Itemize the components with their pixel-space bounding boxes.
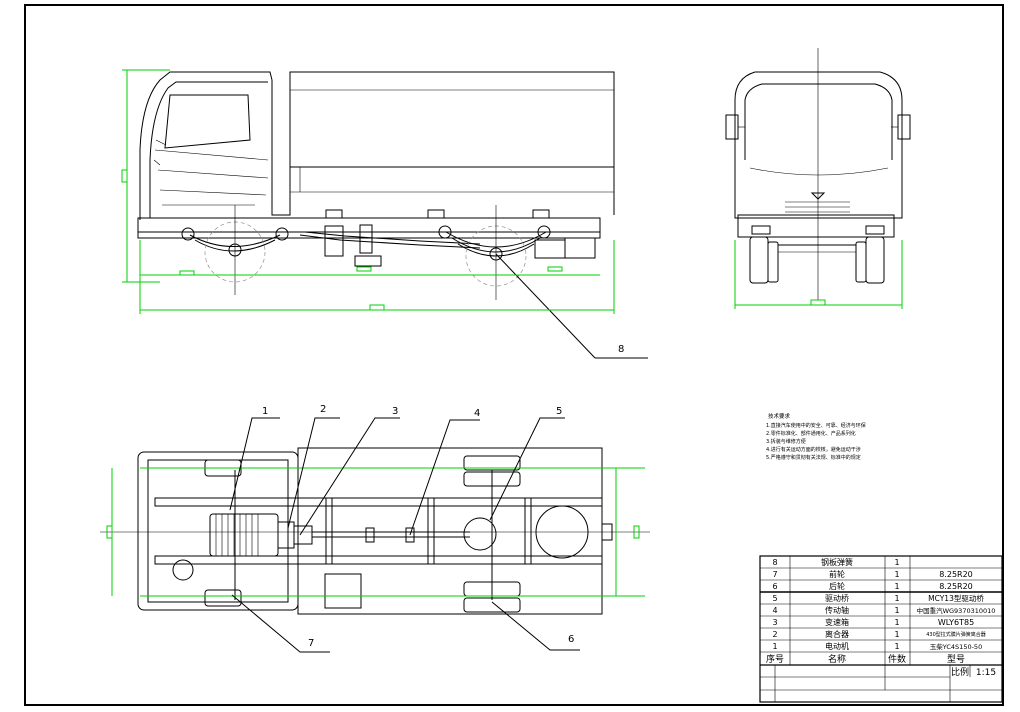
row-model: MCY13型驱动桥 xyxy=(928,593,984,603)
row-no: 4 xyxy=(772,606,777,615)
row-name: 电动机 xyxy=(825,641,849,651)
callout-1: 1 xyxy=(262,406,268,417)
row-name: 离合器 xyxy=(825,629,849,639)
callout-3: 3 xyxy=(392,406,398,417)
row-qty: 1 xyxy=(894,642,899,651)
technical-requirements: 技术要求 1.直接汽车使用中的安全、可靠、经济与环保 2.零件标准化、部件通用化… xyxy=(766,412,866,461)
row-name: 后轮 xyxy=(829,581,845,591)
row-model: 玉柴YC4S150-50 xyxy=(930,642,982,651)
header-model: 型号 xyxy=(947,654,965,665)
callout-8: 8 xyxy=(618,344,624,355)
top-view xyxy=(100,417,650,653)
row-qty: 1 xyxy=(894,618,899,627)
tech-req-line: 1.直接汽车使用中的安全、可靠、经济与环保 xyxy=(766,422,866,429)
row-qty: 1 xyxy=(894,570,899,579)
tech-req-line: 3.拆装与维修方便 xyxy=(766,438,806,445)
header-no: 序号 xyxy=(766,653,784,665)
header-name: 名称 xyxy=(828,653,846,665)
row-name: 前轮 xyxy=(829,569,845,579)
callout-6: 6 xyxy=(568,634,574,645)
row-name: 变速箱 xyxy=(825,617,849,627)
row-name: 传动轴 xyxy=(825,605,849,615)
row-name: 钢板弹簧 xyxy=(821,557,853,567)
row-model: 8.25R20 xyxy=(939,582,973,591)
tech-req-title: 技术要求 xyxy=(768,412,791,420)
header-qty: 件数 xyxy=(888,653,906,665)
row-qty: 1 xyxy=(894,606,899,615)
scale-value: 1:15 xyxy=(976,668,996,678)
row-model: 430型拉式膜片弹簧离合器 xyxy=(926,631,986,638)
tech-req-line: 5.严格遵守和贯彻有关法规、标准中的规定 xyxy=(766,454,861,461)
callout-5: 5 xyxy=(556,406,562,417)
front-view xyxy=(725,48,911,309)
row-no: 5 xyxy=(772,594,777,603)
side-view xyxy=(121,69,648,359)
row-qty: 1 xyxy=(894,630,899,639)
parts-list-rows: 8 钢板弹簧 1 7 前轮 1 8.25R20 6 后轮 1 8.25R20 5… xyxy=(766,557,996,678)
row-no: 3 xyxy=(772,618,777,627)
callout-7: 7 xyxy=(308,638,314,649)
row-model: 8.25R20 xyxy=(939,570,973,579)
callout-2: 2 xyxy=(320,404,326,415)
row-qty: 1 xyxy=(894,558,899,567)
callout-4: 4 xyxy=(474,408,480,419)
row-model: 中国重汽WG9370310010 xyxy=(917,606,996,615)
row-no: 7 xyxy=(772,570,777,579)
parts-list-table xyxy=(759,555,1003,703)
row-model: WLY6T85 xyxy=(938,618,974,627)
callout-labels: 1 2 3 4 5 6 7 8 xyxy=(262,344,624,649)
row-no: 8 xyxy=(772,558,777,567)
scale-label: 比例 xyxy=(951,666,969,678)
row-no: 6 xyxy=(772,582,777,591)
row-name: 驱动桥 xyxy=(825,593,849,603)
row-no: 1 xyxy=(772,642,777,651)
tech-req-line: 2.零件标准化、部件通用化、产品系列化 xyxy=(766,430,856,437)
tech-req-line: 4.进行有关运动方面的校核，避免运动干涉 xyxy=(766,446,861,453)
row-qty: 1 xyxy=(894,594,899,603)
drawing-frame xyxy=(24,4,1004,706)
row-qty: 1 xyxy=(894,582,899,591)
row-no: 2 xyxy=(772,630,777,639)
